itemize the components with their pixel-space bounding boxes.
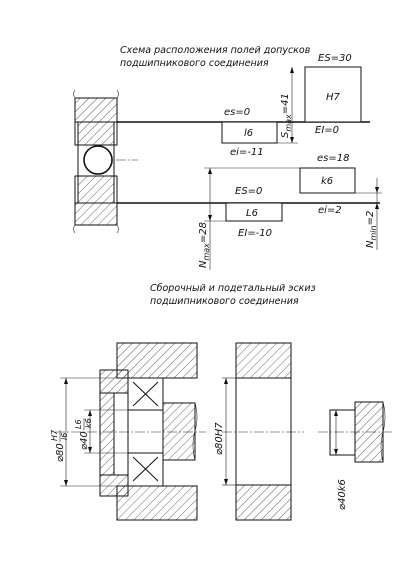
sketch-title-line1: Сборочный и подетальный эскиз [150,283,316,294]
shaft-detail: ⌀40k6 [318,401,392,510]
n-max-label: Nmax=28 [198,222,211,268]
field-l6: l6 es=0 ei=-11 [221,107,278,158]
svg-text:⌀40: ⌀40 [79,431,90,450]
es-l6: es=0 [224,107,250,118]
dim-assembly-inner: ⌀40 L6 k6 [74,418,93,450]
field-H7: H7 ES=30 EI=0 [304,53,362,136]
dim-housing: ⌀80H7 [214,422,225,455]
dim-s-max: Smax=41 [277,67,298,144]
ei-k6: ei=2 [318,205,342,216]
ei-l6: ei=-11 [230,147,264,158]
dim-shaft: ⌀40k6 [337,479,348,510]
ei-L6: EI=-10 [238,228,272,239]
s-max-label: Smax=41 [280,93,293,138]
n-min-label: Nmin=2 [365,211,378,248]
dim-n-min: Nmin=2 [355,178,382,250]
field-k6: k6 es=18 ei=2 [299,153,356,216]
tolerance-scheme: Схема расположения полей допусков подшип… [73,45,382,270]
es-L6: ES=0 [235,186,262,197]
svg-text:L6: L6 [74,419,83,429]
svg-text:H7: H7 [50,429,59,441]
svg-text:⌀80: ⌀80 [55,443,66,462]
field-H7-label: H7 [326,92,341,103]
ei-H7: EI=0 [315,125,339,136]
dim-n-max: Nmax=28 [198,167,300,270]
es-k6: es=18 [317,153,349,164]
svg-text:k6: k6 [84,418,93,428]
es-H7: ES=30 [318,53,352,64]
scheme-title-line1: Схема расположения полей допусков [120,45,311,56]
bearing-section [73,89,138,234]
field-L6: L6 ES=0 EI=-10 [225,186,283,239]
field-l6-label: l6 [244,128,253,139]
field-k6-label: k6 [321,176,333,187]
svg-text:l6: l6 [60,433,69,440]
sketch-title-line2: подшипникового соединения [150,296,299,307]
housing-detail: ⌀80H7 [214,342,304,521]
assembly-view: ⌀80 H7 l6 ⌀40 L6 k6 [50,342,206,521]
field-L6-label: L6 [246,208,258,219]
ball-icon [83,145,113,175]
scheme-title-line2: подшипникового соединения [120,58,269,69]
dim-assembly-outer: ⌀80 H7 l6 [50,429,69,462]
